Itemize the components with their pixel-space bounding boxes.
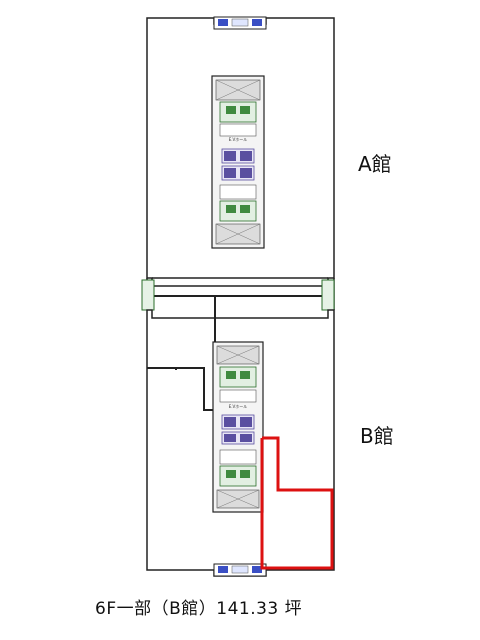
building-a-label: A館 xyxy=(358,152,392,176)
highlighted-area-outline xyxy=(260,436,334,570)
building-a-ev-hall-label: E.Vホール xyxy=(229,137,248,142)
building-b-label: B館 xyxy=(360,424,394,448)
building-b-entrance xyxy=(213,563,267,577)
building-a-entrance xyxy=(213,16,267,30)
building-b-ev-hall-label: E.Vホール xyxy=(229,404,248,409)
building-b-interior-walls xyxy=(147,296,216,411)
floor-caption: 6F一部（B館）141.33 坪 xyxy=(95,599,303,619)
building-connector xyxy=(141,278,335,311)
building-b-core xyxy=(212,341,264,513)
building-a-core xyxy=(211,75,265,249)
